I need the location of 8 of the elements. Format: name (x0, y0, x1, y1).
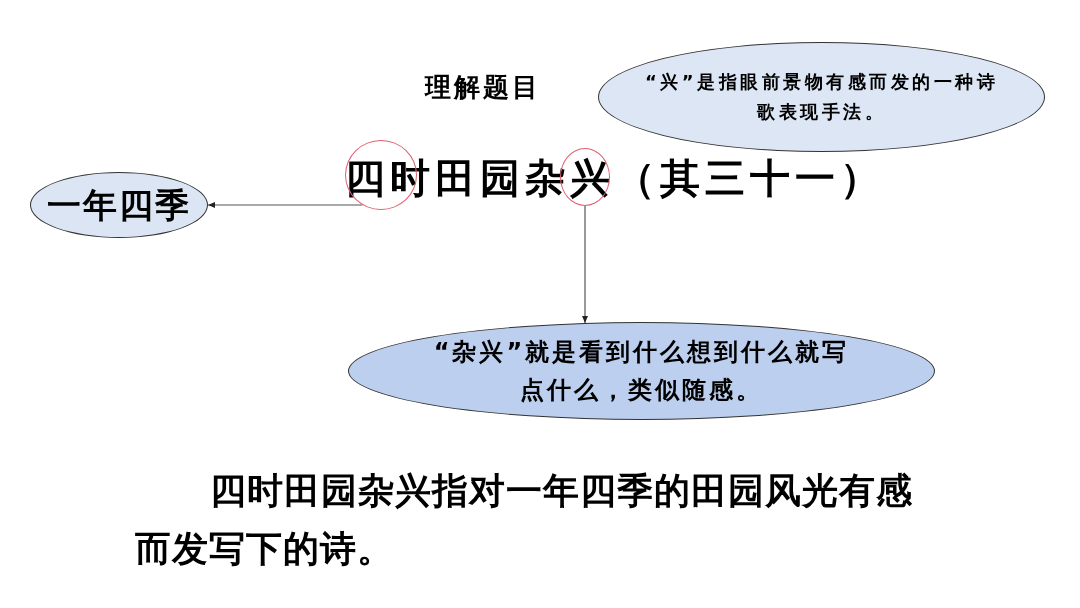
arrow (582, 205, 588, 324)
ellipse-text: “杂兴”就是看到什么想到什么就写点什么，类似随感。 (432, 337, 851, 406)
ellipse-text: 一年四季 (47, 183, 191, 227)
arrow (207, 202, 364, 208)
ellipse-text: “兴”是指眼前景物有感而发的一种诗歌表现手法。 (643, 70, 1000, 124)
heading: 理解题目 (425, 71, 541, 104)
poem-title: 四时田园杂兴（其三十一） (345, 154, 885, 203)
summary-paragraph: 四时田园杂兴指对一年四季的田园风光有感而发写下的诗。 (135, 469, 914, 571)
